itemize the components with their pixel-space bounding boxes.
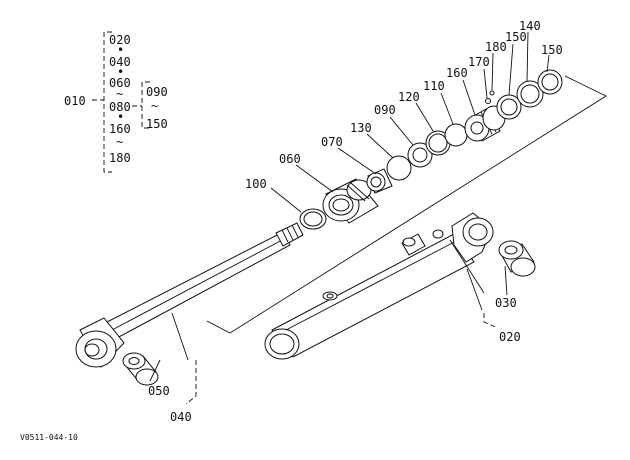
key-label-160: 160 (109, 122, 131, 136)
callout-030: 030 (495, 296, 517, 310)
callout-060: 060 (279, 152, 301, 166)
callout-110: 110 (423, 79, 445, 93)
ball-170 (485, 98, 491, 104)
callout-170: 170 (468, 55, 490, 69)
tube-body (271, 233, 475, 358)
key-label-020: 020 (109, 33, 131, 47)
rod-thread (275, 222, 304, 247)
key-bracket-right (141, 81, 150, 129)
part-key-tree: 020 • 040 • 060 ~ 080 • 160 ~ 180 010 09… (64, 31, 168, 173)
piston-160 (464, 105, 506, 142)
cylinder-tube (264, 212, 494, 360)
callout-160: 160 (446, 66, 468, 80)
key-bracket-left (103, 31, 112, 173)
callout-130: 130 (350, 121, 372, 135)
callout-120: 120 (398, 90, 420, 104)
callout-150: 150 (505, 30, 527, 44)
bushing-050-face (122, 352, 146, 370)
callout-100: 100 (245, 177, 267, 191)
key-label-150: 150 (146, 117, 168, 131)
bushing-030 (498, 240, 536, 277)
key-label-080: 080 (109, 100, 131, 114)
tube-port-2 (432, 229, 444, 239)
o-ring-110 (444, 123, 468, 147)
key-label-090: 090 (146, 85, 168, 99)
callout-090: 090 (374, 103, 396, 117)
key-label-180: 180 (109, 151, 131, 165)
key-tilde-2: ~ (116, 135, 123, 149)
rod-shaft-highlight (111, 237, 287, 331)
callout-labels: 150 140 150 180 170 160 110 120 090 130 … (148, 19, 563, 424)
screw-180 (489, 90, 495, 96)
bushing-050 (122, 352, 159, 386)
key-label-010: 010 (64, 94, 86, 108)
rod-shaft (106, 231, 291, 339)
key-dot-2: • (117, 65, 124, 79)
callout-070: 070 (321, 135, 343, 149)
callout-180: 180 (485, 40, 507, 54)
rod-cover-060 (322, 178, 379, 224)
seal-100 (299, 208, 327, 230)
callout-020: 020 (499, 330, 521, 344)
rod-eye-hole (84, 338, 108, 360)
bracket-040 (185, 360, 197, 405)
o-ring-130 (386, 155, 412, 181)
key-dot-1: • (117, 43, 124, 57)
leader-lines (149, 31, 550, 382)
callout-140: 140 (519, 19, 541, 33)
key-dot-3: • (117, 110, 124, 124)
callout-050: 050 (148, 384, 170, 398)
key-label-060: 060 (109, 76, 131, 90)
callout-040: 040 (170, 410, 192, 424)
bushing-070 (366, 168, 393, 194)
figure-code: V0511-044-10 (20, 433, 78, 442)
callout-150-right: 150 (541, 43, 563, 57)
key-tilde-1: ~ (116, 87, 123, 101)
tube-port-1 (322, 291, 338, 301)
bracket-020 (483, 313, 499, 329)
key-label-040: 040 (109, 55, 131, 69)
bushing-030-face (498, 240, 524, 260)
seal-090 (407, 142, 433, 168)
piston-rod (75, 222, 304, 368)
assembly-outline (206, 75, 607, 334)
key-tilde-3: ~ (151, 99, 158, 113)
